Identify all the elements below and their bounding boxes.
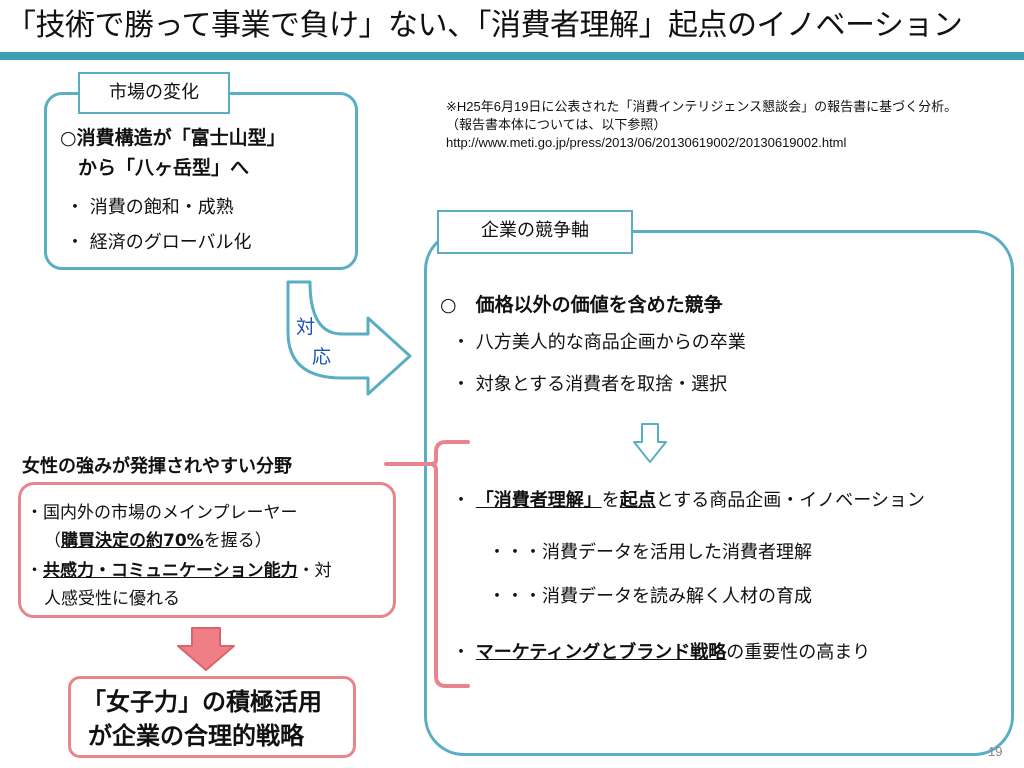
business-line-talent: ・・・消費データを読み解く人材の育成 <box>488 586 812 607</box>
women-line-main-player: ・国内外の市場のメインプレーヤー <box>26 503 298 523</box>
report-note-line2: （報告書本体については、以下参照） <box>446 117 667 132</box>
report-url-link[interactable]: http://www.meti.go.jp/press/2013/06/2013… <box>446 135 847 150</box>
response-arrow-icon <box>286 280 412 396</box>
business-competition-box <box>424 230 1014 756</box>
market-heading-line2: から「八ヶ岳型」へ <box>78 157 250 179</box>
business-line-graduation: ・ 八方美人的な商品企画からの卒業 <box>452 332 746 353</box>
market-heading-line1: ○消費構造が「富士山型」 <box>60 127 286 149</box>
report-note-line1: ※H25年6月19日に公表された「消費インテリジェンス懇談会」の報告書に基づく分… <box>446 99 958 114</box>
women-strengths-heading: 女性の強みが発揮されやすい分野 <box>22 456 292 477</box>
business-line-selection: ・ 対象とする消費者を取捨・選択 <box>452 374 728 395</box>
business-line-consumer-understanding: ・ 「消費者理解」を起点とする商品企画・イノベーション <box>452 490 925 511</box>
business-line-data-usage: ・・・消費データを活用した消費者理解 <box>488 542 812 563</box>
women-line-empathy: ・共感力・コミュニケーション能力・対 <box>26 561 332 581</box>
business-line-marketing: ・ マーケティングとブランド戦略の重要性の高まり <box>452 642 871 663</box>
market-change-label: 市場の変化 <box>78 72 230 114</box>
arrow-text-char2: 応 <box>312 346 332 368</box>
women-line-sensitivity: 人感受性に優れる <box>44 589 180 609</box>
women-line-purchase-decision: （購買決定の約70%を握る） <box>44 531 272 551</box>
down-arrow-icon <box>633 423 667 463</box>
arrow-text-char1: 対 <box>296 316 316 338</box>
page-number: 19 <box>988 744 1003 759</box>
slide-title: 「技術で勝って事業で負け」ない、「消費者理解」起点のイノベーション <box>6 8 963 43</box>
conclusion-box <box>68 676 356 758</box>
conclusion-line2: が企業の合理的戦略 <box>88 722 304 750</box>
market-bullet-saturation: ・ 消費の飽和・成熟 <box>66 197 234 218</box>
women-strengths-box <box>18 482 396 618</box>
market-bullet-globalization: ・ 経済のグローバル化 <box>66 232 252 253</box>
business-competition-label: 企業の競争軸 <box>437 210 633 254</box>
business-heading: ○ 価格以外の価値を含めた競争 <box>440 294 723 316</box>
conclusion-line1: 「女子力」の積極活用 <box>82 688 322 716</box>
pink-bracket-connector <box>384 440 470 688</box>
title-underline-bar <box>0 52 1024 60</box>
pink-down-arrow-icon <box>177 627 235 671</box>
